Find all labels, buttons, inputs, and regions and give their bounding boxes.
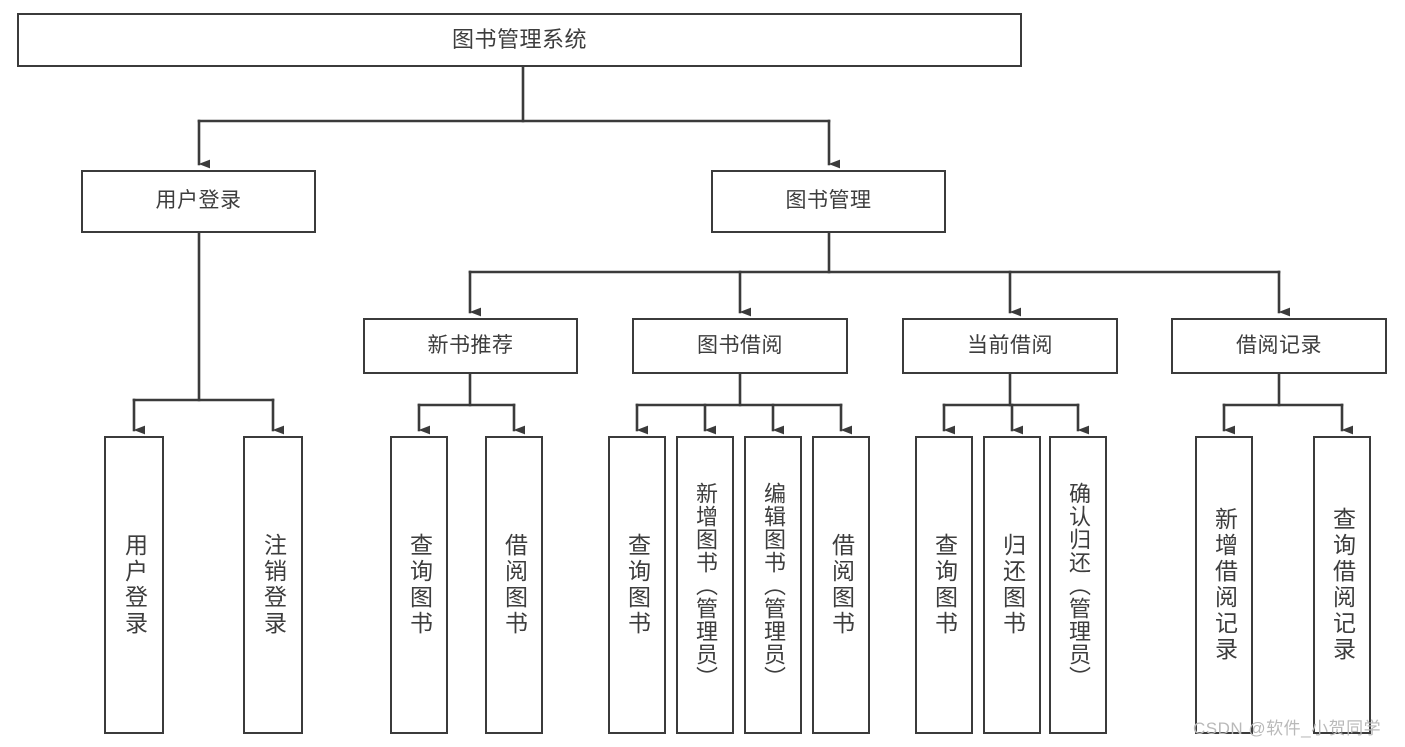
leaf-query-record-label: 查询借阅记录 xyxy=(1329,507,1356,663)
leaf-return-book[interactable]: 归还图书 xyxy=(983,436,1041,734)
leaf-query-book-3[interactable]: 查询图书 xyxy=(915,436,973,734)
node-book-borrow[interactable]: 图书借阅 xyxy=(632,318,848,374)
leaf-borrow-book-1[interactable]: 借阅图书 xyxy=(485,436,543,734)
leaf-edit-book-label: 编辑图书（管理员） xyxy=(761,481,786,689)
leaf-query-book-1[interactable]: 查询图书 xyxy=(390,436,448,734)
node-root[interactable]: 图书管理系统 xyxy=(17,13,1022,67)
leaf-logout-login[interactable]: 注销登录 xyxy=(243,436,303,734)
node-new-book-recommend[interactable]: 新书推荐 xyxy=(363,318,578,374)
leaf-borrow-book-2[interactable]: 借阅图书 xyxy=(812,436,870,734)
leaf-query-book-2-label: 查询图书 xyxy=(624,533,651,637)
leaf-add-record-label: 新增借阅记录 xyxy=(1211,507,1238,663)
leaf-borrow-book-2-label: 借阅图书 xyxy=(828,533,855,637)
leaf-user-login-label: 用户登录 xyxy=(121,533,148,637)
leaf-add-book-label: 新增图书（管理员） xyxy=(693,481,718,689)
watermark: CSDN @软件_小贺同学 xyxy=(1193,719,1382,738)
node-borrow-record[interactable]: 借阅记录 xyxy=(1171,318,1387,374)
leaf-query-record[interactable]: 查询借阅记录 xyxy=(1313,436,1371,734)
leaf-add-record[interactable]: 新增借阅记录 xyxy=(1195,436,1253,734)
node-current-borrow-label: 当前借阅 xyxy=(967,333,1053,357)
leaf-confirm-return[interactable]: 确认归还（管理员） xyxy=(1049,436,1107,734)
node-book-borrow-label: 图书借阅 xyxy=(697,333,783,357)
leaf-borrow-book-1-label: 借阅图书 xyxy=(501,533,528,637)
node-root-label: 图书管理系统 xyxy=(451,27,587,53)
node-borrow-record-label: 借阅记录 xyxy=(1236,333,1322,357)
node-current-borrow[interactable]: 当前借阅 xyxy=(902,318,1118,374)
leaf-logout-login-label: 注销登录 xyxy=(260,533,287,637)
leaf-user-login[interactable]: 用户登录 xyxy=(104,436,164,734)
node-user-login-label: 用户登录 xyxy=(155,189,242,213)
leaf-query-book-1-label: 查询图书 xyxy=(406,533,433,637)
leaf-return-book-label: 归还图书 xyxy=(999,533,1026,637)
node-book-manage[interactable]: 图书管理 xyxy=(711,170,946,233)
node-new-book-recommend-label: 新书推荐 xyxy=(427,333,514,357)
node-book-manage-label: 图书管理 xyxy=(785,189,872,213)
leaf-confirm-return-label: 确认归还（管理员） xyxy=(1066,481,1091,689)
node-user-login[interactable]: 用户登录 xyxy=(81,170,316,233)
leaf-query-book-3-label: 查询图书 xyxy=(931,533,958,637)
leaf-query-book-2[interactable]: 查询图书 xyxy=(608,436,666,734)
leaf-edit-book[interactable]: 编辑图书（管理员） xyxy=(744,436,802,734)
leaf-add-book[interactable]: 新增图书（管理员） xyxy=(676,436,734,734)
